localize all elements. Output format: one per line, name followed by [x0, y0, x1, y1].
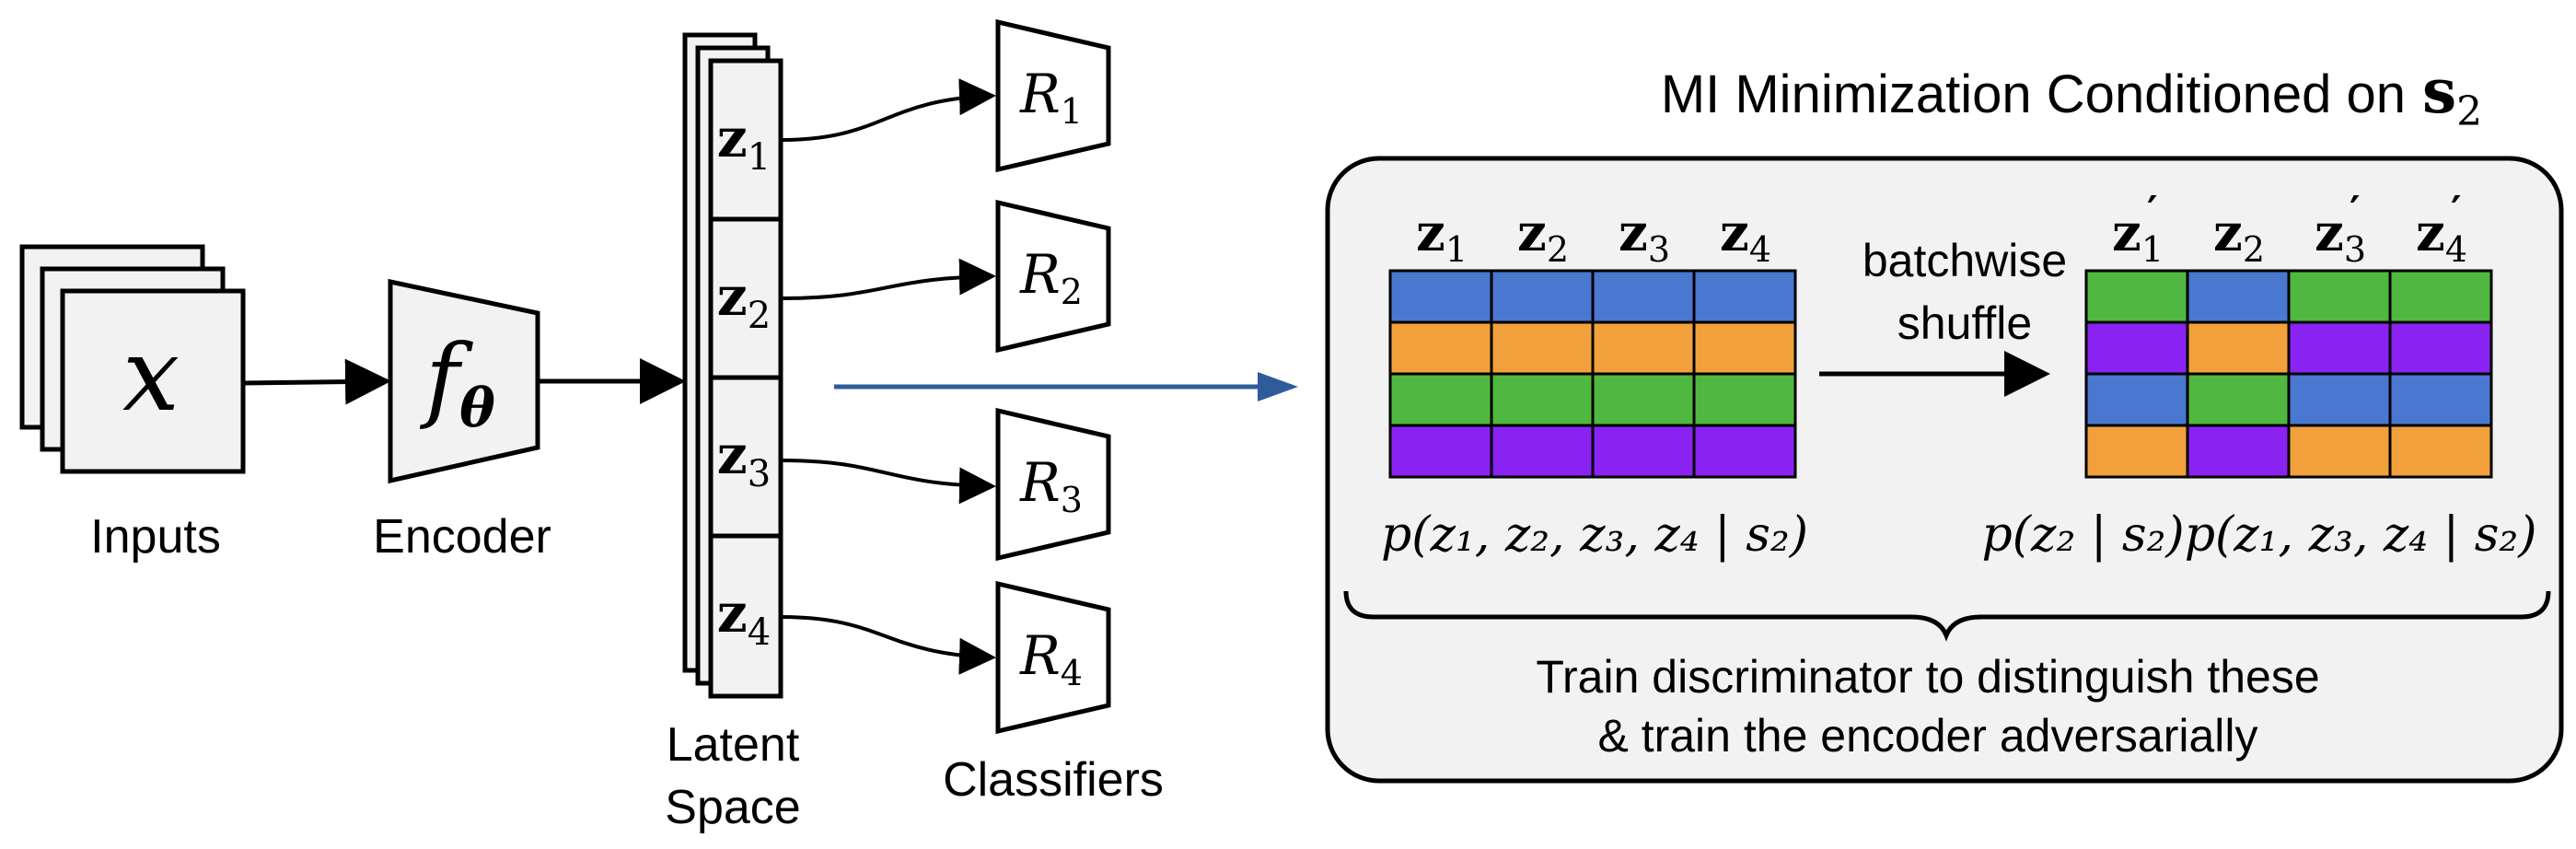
caption-line2: & train the encoder adversarially: [1597, 710, 2257, 762]
left-headers: z1 z2 z3 z4: [1416, 203, 1771, 270]
latent-z4: z4: [717, 582, 771, 654]
left-grid-cell-r4-c4: [1692, 424, 1797, 479]
svg-text:R1: R1: [1019, 63, 1083, 132]
left-grid-cell-r1-c2: [1490, 269, 1595, 324]
left-grid-cell-r1-c3: [1591, 269, 1696, 324]
left-grid-cell-r3-c3: [1591, 372, 1696, 427]
left-grid-cell-r1-c1: [1388, 269, 1493, 324]
svg-text:R2: R2: [1019, 243, 1083, 312]
left-grid-cell-r3-c1: [1388, 372, 1493, 427]
right-grid-cell-r3-c4: [2388, 372, 2493, 427]
inputs-symbol: x: [122, 316, 180, 434]
right-grid-cell-r2-c1: [2084, 320, 2189, 376]
caption-line1: Train discriminator to distinguish these: [1536, 651, 2319, 703]
right-grid: [2084, 269, 2493, 479]
right-grid-cell-r4-c4: [2388, 424, 2493, 479]
svg-text:z4′: z4′: [2416, 188, 2467, 270]
classifier-r2: R2: [995, 199, 1111, 354]
right-grid-cell-r3-c2: [2186, 372, 2291, 427]
curly-brace: [1343, 590, 2551, 642]
shuffle-label-line1: batchwise: [1862, 235, 2067, 286]
inputs-stack: x: [19, 244, 246, 474]
classifiers-label: Classifiers: [943, 753, 1164, 807]
arrow-to-panel-head: [1258, 372, 1298, 401]
left-grid-cell-r2-c1: [1388, 320, 1493, 376]
arrow-z2-to-r2: [780, 258, 996, 300]
left-grid: [1388, 269, 1797, 479]
right-grid-cell-r2-c3: [2287, 320, 2392, 376]
svg-text:z3′: z3′: [2315, 188, 2366, 270]
left-grid-cell-r4-c1: [1388, 424, 1493, 479]
latent-z2: z2: [717, 265, 771, 337]
right-grid-cell-r2-c4: [2388, 320, 2493, 376]
svg-text:z2: z2: [2213, 203, 2265, 270]
svg-text:z1′: z1′: [2112, 188, 2164, 270]
svg-text:z2: z2: [1517, 203, 1569, 270]
right-headers: z1′ z2 z3′ z4′: [2112, 188, 2467, 270]
svg-text:R4: R4: [1019, 624, 1083, 693]
inputs-label: Inputs: [90, 510, 221, 564]
right-grid-cell-r1-c3: [2287, 269, 2392, 324]
right-grid-cell-r1-c1: [2084, 269, 2189, 324]
left-grid-cell-r2-c4: [1692, 320, 1797, 376]
right-grid-cell-r4-c2: [2186, 424, 2291, 479]
encoder-block: fθ: [388, 278, 540, 484]
arrow-inputs-to-encoder: [242, 358, 391, 405]
right-grid-cell-r4-c3: [2287, 424, 2392, 479]
left-formula: p(z₁, z₂, z₃, z₄ | s₂): [1381, 507, 1808, 563]
right-grid-cell-r4-c1: [2084, 424, 2189, 479]
latent-z1: z1: [717, 107, 771, 179]
right-grid-cell-r1-c4: [2388, 269, 2493, 324]
latent-label-line1: Latent: [667, 718, 800, 772]
svg-text:z3: z3: [1619, 203, 1670, 270]
left-grid-cell-r2-c2: [1490, 320, 1595, 376]
right-grid-cell-r3-c3: [2287, 372, 2392, 427]
classifier-r1: R1: [995, 18, 1111, 173]
shuffle-label-line2: shuffle: [1897, 297, 2032, 349]
classifier-r3: R3: [995, 407, 1111, 562]
svg-text:R3: R3: [1019, 451, 1083, 520]
classifier-r4: R4: [995, 580, 1111, 735]
left-grid-cell-r2-c3: [1591, 320, 1696, 376]
left-grid-cell-r4-c2: [1490, 424, 1595, 479]
svg-text:z4: z4: [1720, 203, 1771, 270]
left-grid-cell-r1-c4: [1692, 269, 1797, 324]
arrow-z3-to-r3: [780, 459, 996, 505]
latent-z3: z3: [717, 424, 771, 495]
right-grid-cell-r2-c2: [2186, 320, 2291, 376]
left-grid-cell-r3-c4: [1692, 372, 1797, 427]
encoder-label: Encoder: [373, 510, 551, 564]
latent-stack: z1 z2 z3 z4: [682, 32, 783, 699]
left-grid-cell-r4-c3: [1591, 424, 1696, 479]
svg-text:z1: z1: [1416, 203, 1468, 270]
arrow-z1-to-r1: [780, 78, 996, 142]
right-grid-cell-r1-c2: [2186, 269, 2291, 324]
latent-label-line2: Space: [665, 781, 800, 834]
right-formula: p(z₂ | s₂)p(z₁, z₃, z₄ | s₂): [1981, 507, 2536, 563]
left-grid-cell-r3-c2: [1490, 372, 1595, 427]
right-grid-cell-r3-c1: [2084, 372, 2189, 427]
arrow-z4-to-r4: [780, 615, 996, 675]
